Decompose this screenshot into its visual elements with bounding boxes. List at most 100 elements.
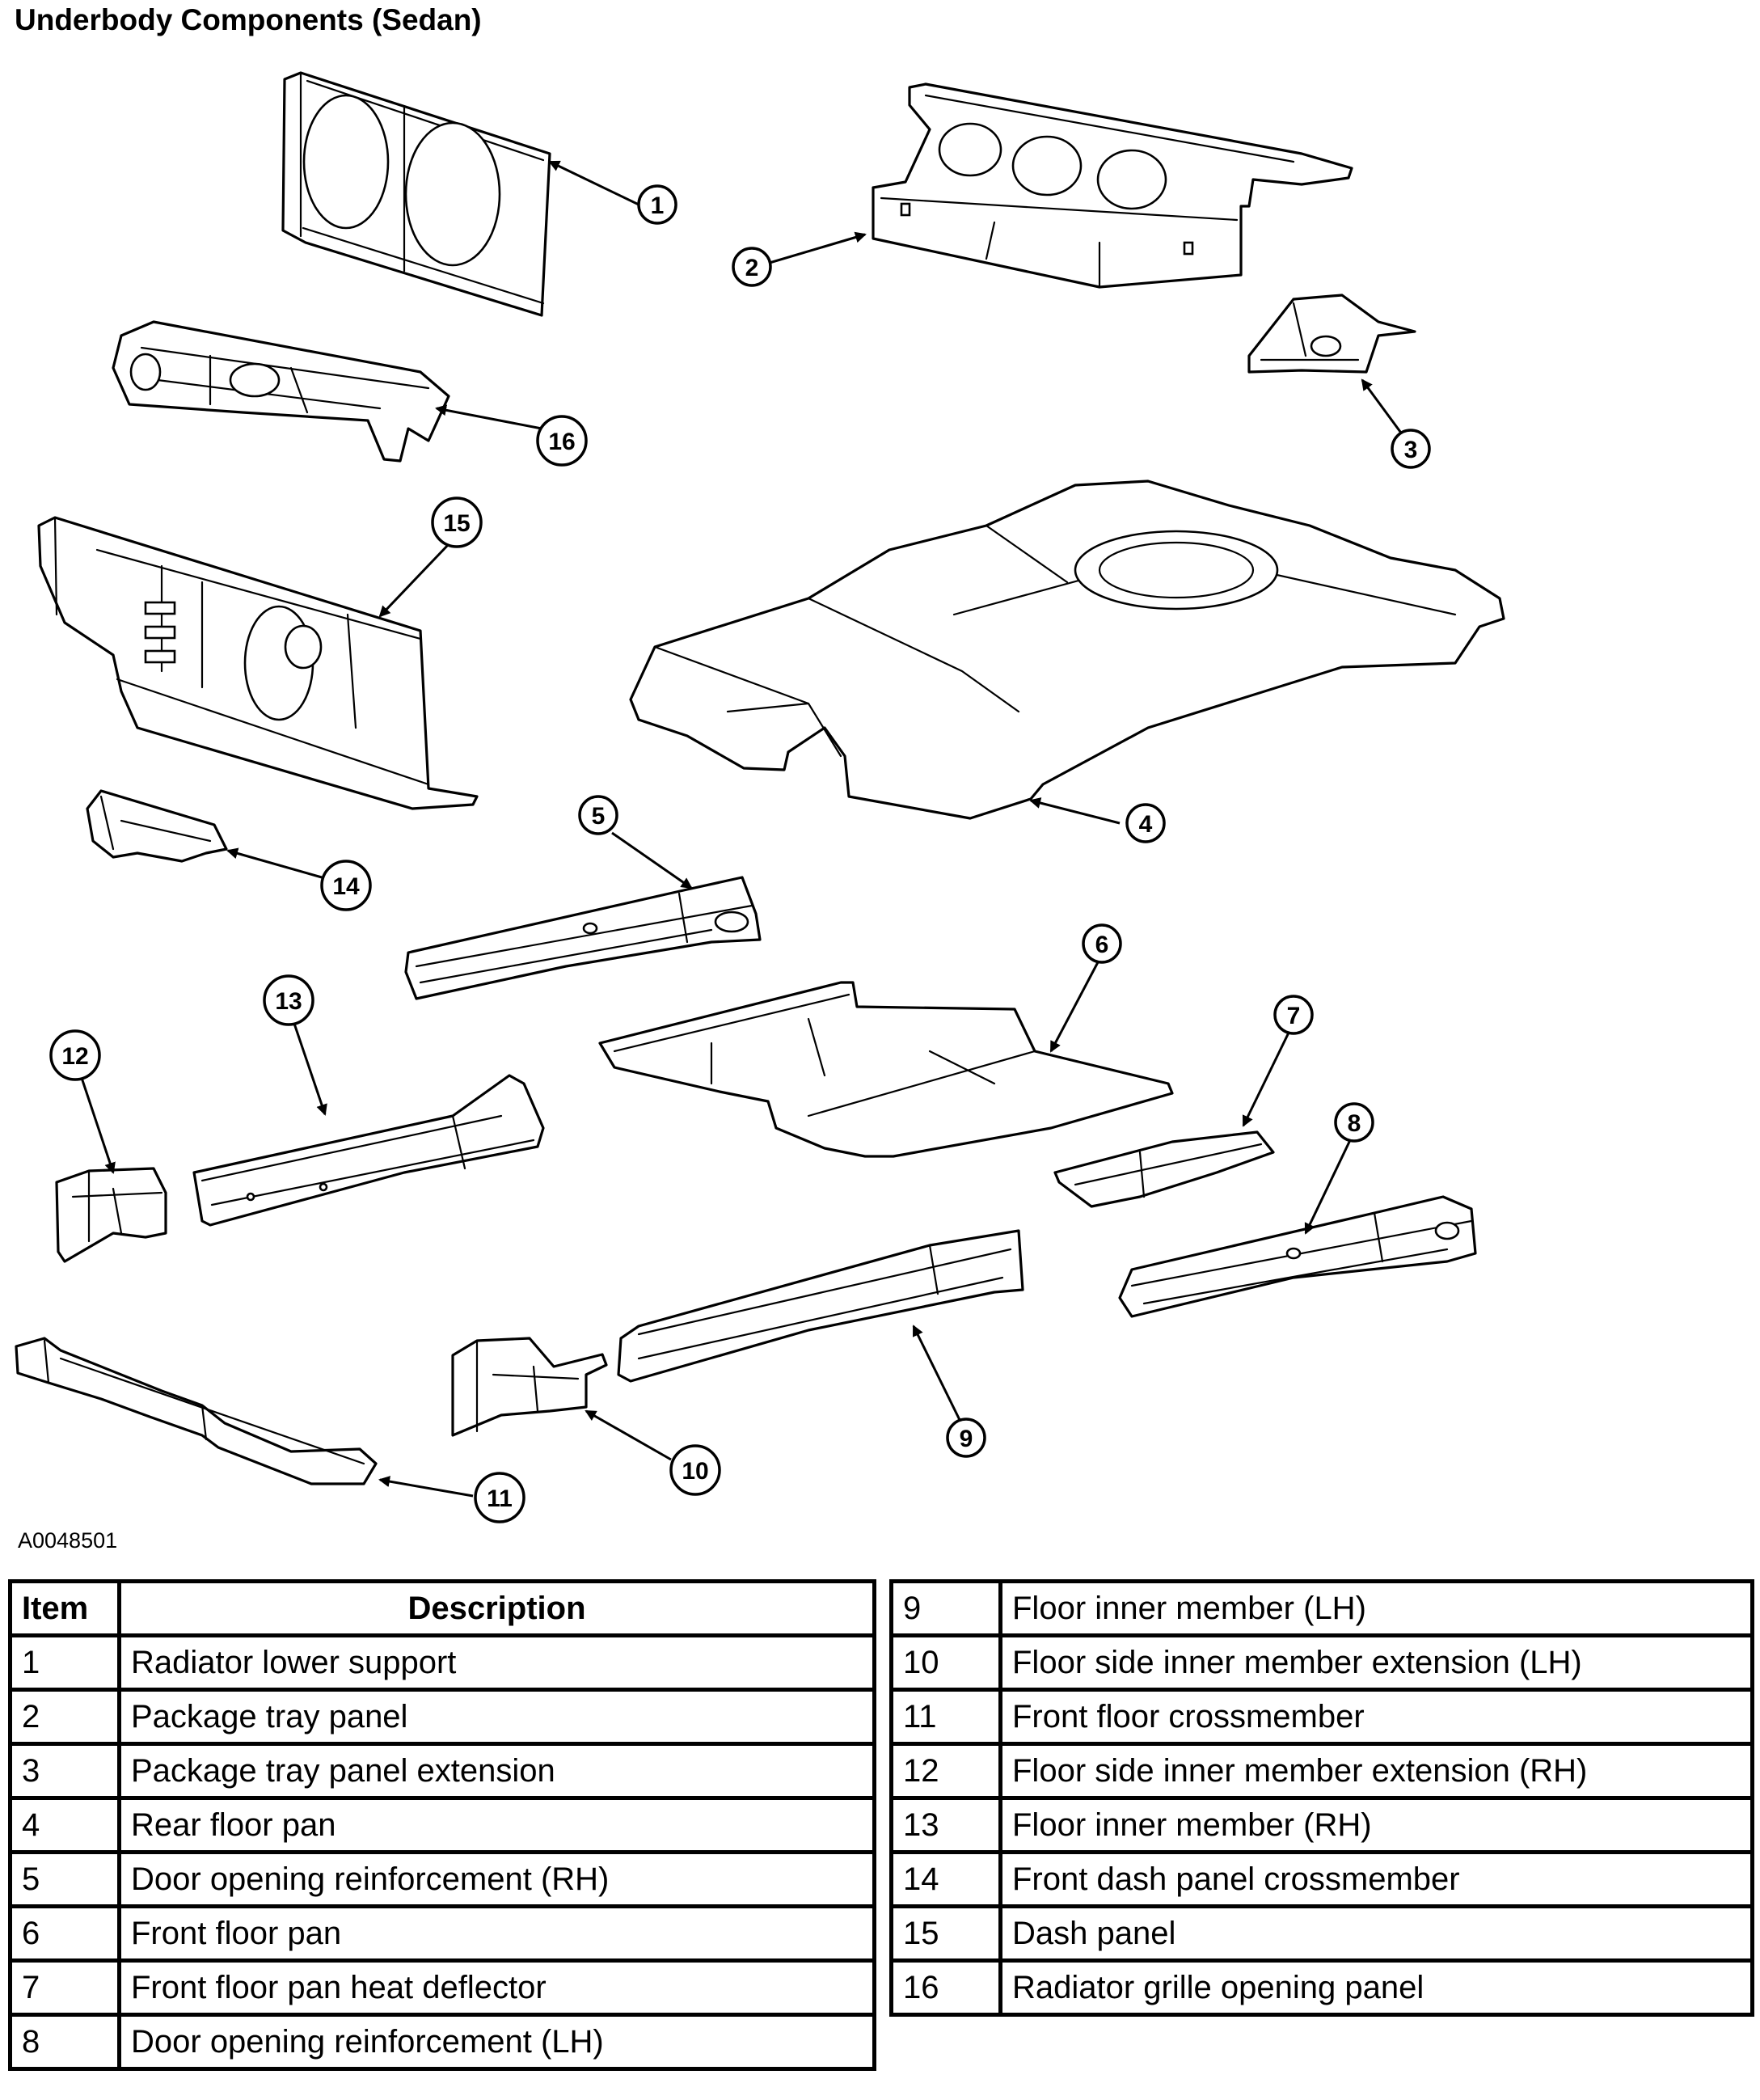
item-number: 5 [8, 1850, 121, 1908]
leader-lines [79, 160, 1404, 1498]
callout-1: 1 [637, 184, 677, 225]
callout-9: 9 [946, 1418, 986, 1458]
svg-text:12: 12 [61, 1043, 88, 1070]
item-number: 8 [8, 2013, 121, 2071]
table-header-row: Item Description [8, 1579, 876, 1637]
svg-text:7: 7 [1287, 1003, 1301, 1029]
item-number: 16 [889, 1958, 1002, 2017]
part-floor-inner-member-lh [617, 1229, 1024, 1383]
item-number: 2 [8, 1688, 121, 1746]
svg-text:8: 8 [1348, 1110, 1361, 1137]
item-number: 10 [889, 1633, 1002, 1692]
callout-16: 16 [536, 415, 588, 467]
item-number: 1 [8, 1633, 121, 1692]
part-floor-side-inner-member-extension-rh [55, 1167, 167, 1263]
callout-8: 8 [1334, 1102, 1374, 1143]
item-number: 7 [8, 1958, 121, 2017]
item-number: 13 [889, 1796, 1002, 1854]
callout-4: 4 [1125, 803, 1166, 843]
part-floor-side-inner-member-extension-lh [451, 1337, 608, 1437]
item-description: Floor inner member (RH) [998, 1796, 1754, 1854]
exploded-parts-diagram: 1 2 3 4 5 6 7 8 9 10 11 12 13 14 15 16 [15, 71, 1505, 1523]
item-description: Floor inner member (LH) [998, 1579, 1754, 1637]
callout-7: 7 [1273, 995, 1314, 1035]
page-title: Underbody Components (Sedan) [15, 3, 482, 36]
svg-text:1: 1 [651, 192, 665, 219]
callout-15: 15 [431, 496, 483, 548]
svg-text:6: 6 [1095, 932, 1109, 958]
svg-text:15: 15 [443, 510, 470, 537]
item-description: Package tray panel extension [117, 1742, 876, 1800]
part-front-dash-panel-crossmember [86, 789, 228, 863]
svg-text:13: 13 [275, 988, 302, 1015]
item-description: Door opening reinforcement (RH) [117, 1850, 876, 1908]
callout-10: 10 [669, 1444, 721, 1496]
svg-text:14: 14 [332, 873, 360, 900]
item-description: Front floor pan heat deflector [117, 1958, 876, 2017]
part-front-floor-pan-heat-deflector [1053, 1130, 1275, 1208]
item-number: 11 [889, 1688, 1002, 1746]
item-column-header: Item [8, 1579, 121, 1637]
item-description: Front floor crossmember [998, 1688, 1754, 1746]
callout-5: 5 [578, 795, 618, 835]
description-column-header: Description [117, 1579, 876, 1637]
callout-12: 12 [49, 1029, 101, 1081]
item-description: Dash panel [998, 1904, 1754, 1963]
item-description: Floor side inner member extension (RH) [998, 1742, 1754, 1800]
part-floor-inner-member-rh [192, 1074, 545, 1227]
part-front-floor-pan [598, 981, 1174, 1158]
item-number: 4 [8, 1796, 121, 1854]
item-description: Package tray panel [117, 1688, 876, 1746]
part-door-opening-reinforcement-rh [404, 876, 762, 1000]
part-radiator-grille-opening-panel [112, 320, 450, 463]
callout-6: 6 [1082, 923, 1122, 964]
part-package-tray-panel-extension [1247, 294, 1416, 374]
svg-text:9: 9 [960, 1426, 973, 1452]
part-rear-floor-pan [629, 480, 1505, 820]
item-number: 6 [8, 1904, 121, 1963]
item-description: Front dash panel crossmember [998, 1850, 1754, 1908]
part-door-opening-reinforcement-lh [1118, 1195, 1477, 1318]
svg-text:3: 3 [1404, 437, 1418, 463]
item-number: 14 [889, 1850, 1002, 1908]
svg-text:5: 5 [592, 803, 606, 830]
callout-13: 13 [263, 974, 314, 1026]
item-number: 12 [889, 1742, 1002, 1800]
svg-text:11: 11 [487, 1485, 513, 1512]
callout-2: 2 [732, 247, 772, 287]
part-radiator-lower-support [281, 71, 551, 317]
part-front-floor-crossmember [15, 1337, 378, 1485]
item-description: Front floor pan [117, 1904, 876, 1963]
item-number: 9 [889, 1579, 1002, 1637]
svg-text:2: 2 [745, 255, 759, 281]
svg-text:16: 16 [548, 429, 575, 455]
figure-id: A0048501 [18, 1528, 118, 1553]
item-description: Radiator lower support [117, 1633, 876, 1692]
item-description: Floor side inner member extension (LH) [998, 1633, 1754, 1692]
item-number: 3 [8, 1742, 121, 1800]
callout-11: 11 [474, 1472, 525, 1523]
svg-text:10: 10 [682, 1458, 708, 1485]
part-package-tray-panel [872, 82, 1353, 289]
callout-14: 14 [320, 860, 372, 911]
svg-text:4: 4 [1139, 811, 1153, 838]
part-dash-panel [37, 516, 479, 810]
item-description: Radiator grille opening panel [998, 1958, 1754, 2017]
